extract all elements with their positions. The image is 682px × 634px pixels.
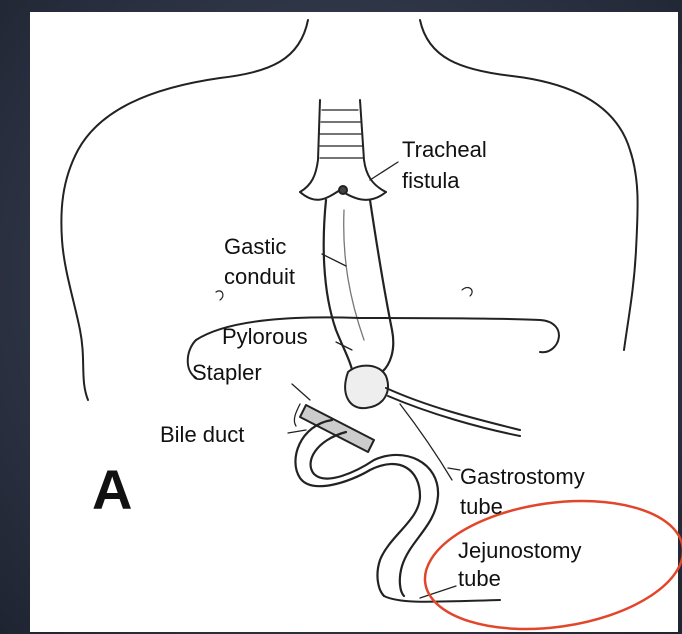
label-jejunostomy-tube-1: Jejunostomy	[458, 540, 582, 562]
gastric-conduit-right	[370, 200, 393, 372]
label-gastic-conduit-1: Gastic	[224, 236, 286, 258]
label-bile-duct: Bile duct	[160, 424, 244, 446]
label-jejunostomy-tube-2: tube	[458, 568, 501, 590]
label-pylorous: Pylorous	[222, 326, 308, 348]
gastric-conduit-left	[324, 200, 352, 370]
gastrostomy-tube	[386, 388, 520, 430]
pylorus-bulb	[345, 366, 388, 409]
label-stapler: Stapler	[192, 362, 262, 384]
label-tracheal-fistula-2: fistula	[402, 170, 459, 192]
label-tracheal-fistula-1: Tracheal	[402, 139, 487, 161]
trachea-left	[300, 100, 320, 192]
label-gastrostomy-tube-2: tube	[460, 496, 503, 518]
panel-letter: A	[92, 462, 132, 518]
label-gastic-conduit-2: conduit	[224, 266, 295, 288]
jejunostomy-tube	[384, 596, 500, 602]
label-gastrostomy-tube-1: Gastrostomy	[460, 466, 585, 488]
